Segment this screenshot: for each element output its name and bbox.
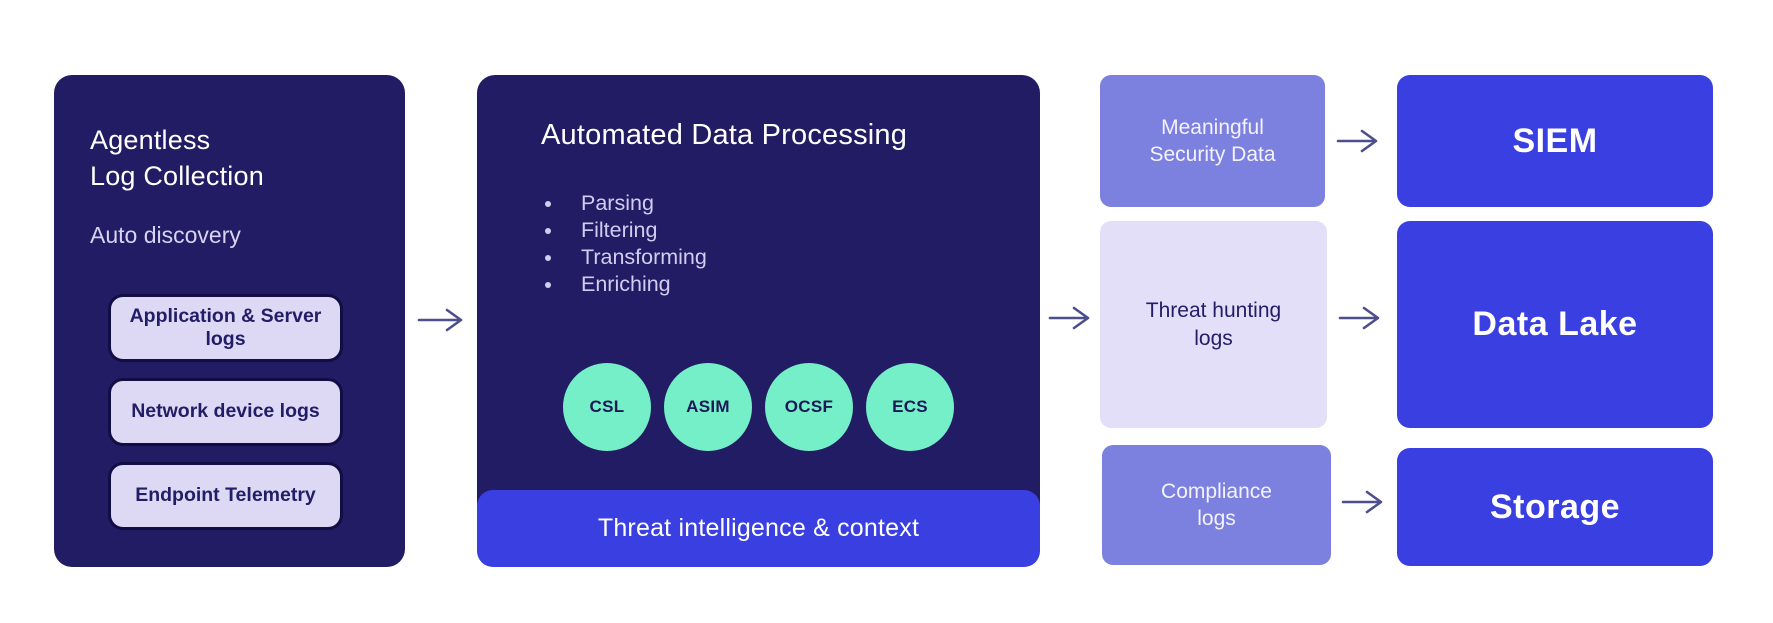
threat-intelligence-label: Threat intelligence & context — [597, 514, 920, 542]
arrow-compliance-to-storage-icon — [1341, 490, 1383, 514]
destination-label: SIEM — [1512, 121, 1598, 160]
schema-label: CSL — [589, 397, 625, 416]
source-network-device-logs: Network device logs — [108, 378, 343, 446]
bullet-dot-icon — [545, 281, 551, 288]
source-label: Network device logs — [131, 400, 320, 423]
schema-badge-row: CSL ASIM OCSF ECS — [477, 363, 1040, 451]
log-source-list: Application & Server logs Network device… — [108, 294, 343, 530]
output-threat-hunting-logs: Threat hunting logs — [1100, 221, 1327, 428]
schema-badge-ecs: ECS — [866, 363, 954, 451]
processing-step: Filtering — [545, 217, 1000, 244]
arrow-collection-to-processing-icon — [417, 308, 463, 332]
output-compliance-logs: Compliance logs — [1102, 445, 1331, 565]
processing-steps-list: Parsing Filtering Transforming Enriching — [541, 190, 1000, 298]
processing-step-label: Filtering — [581, 218, 658, 242]
destination-siem: SIEM — [1397, 75, 1713, 207]
processing-step: Transforming — [545, 244, 1000, 271]
destination-data-lake: Data Lake — [1397, 221, 1713, 428]
output-label: Compliance logs — [1161, 479, 1272, 530]
output-label: Threat hunting logs — [1145, 299, 1282, 350]
auto-discovery-label: Auto discovery — [90, 222, 241, 249]
threat-intelligence-bar: Threat intelligence & context — [477, 490, 1040, 567]
mid-panel-title: Automated Data Processing — [541, 119, 908, 151]
destination-label: Storage — [1489, 487, 1621, 526]
output-label: Meaningful Security Data — [1149, 115, 1276, 166]
processing-step-label: Enriching — [581, 272, 671, 296]
processing-step: Enriching — [545, 271, 1000, 298]
source-label: Endpoint Telemetry — [135, 484, 316, 507]
arrow-threat-to-data-lake-icon — [1338, 306, 1380, 330]
left-panel-title: Agentless Log Collection — [90, 125, 264, 191]
bullet-dot-icon — [545, 254, 551, 261]
processing-step-label: Parsing — [581, 191, 654, 215]
schema-label: ECS — [892, 397, 928, 416]
schema-badge-asim: ASIM — [664, 363, 752, 451]
destination-storage: Storage — [1397, 448, 1713, 566]
destination-label: Data Lake — [1472, 305, 1638, 343]
source-endpoint-telemetry: Endpoint Telemetry — [108, 462, 343, 530]
output-meaningful-security-data: Meaningful Security Data — [1100, 75, 1325, 207]
processing-step-label: Transforming — [581, 245, 707, 269]
arrow-processing-to-outputs-icon — [1048, 306, 1090, 330]
source-label: Application & Server logs — [129, 304, 322, 350]
schema-badge-csl: CSL — [563, 363, 651, 451]
agentless-log-collection-panel: Agentless Log Collection Auto discovery … — [54, 75, 405, 567]
arrow-meaningful-to-siem-icon — [1336, 129, 1378, 153]
schema-label: ASIM — [686, 397, 730, 416]
bullet-dot-icon — [545, 200, 551, 207]
automated-data-processing-panel: Automated Data Processing Parsing Filter… — [477, 75, 1040, 567]
schema-label: OCSF — [784, 397, 834, 416]
source-application-server-logs: Application & Server logs — [108, 294, 343, 362]
schema-badge-ocsf: OCSF — [765, 363, 853, 451]
processing-step: Parsing — [545, 190, 1000, 217]
bullet-dot-icon — [545, 227, 551, 234]
